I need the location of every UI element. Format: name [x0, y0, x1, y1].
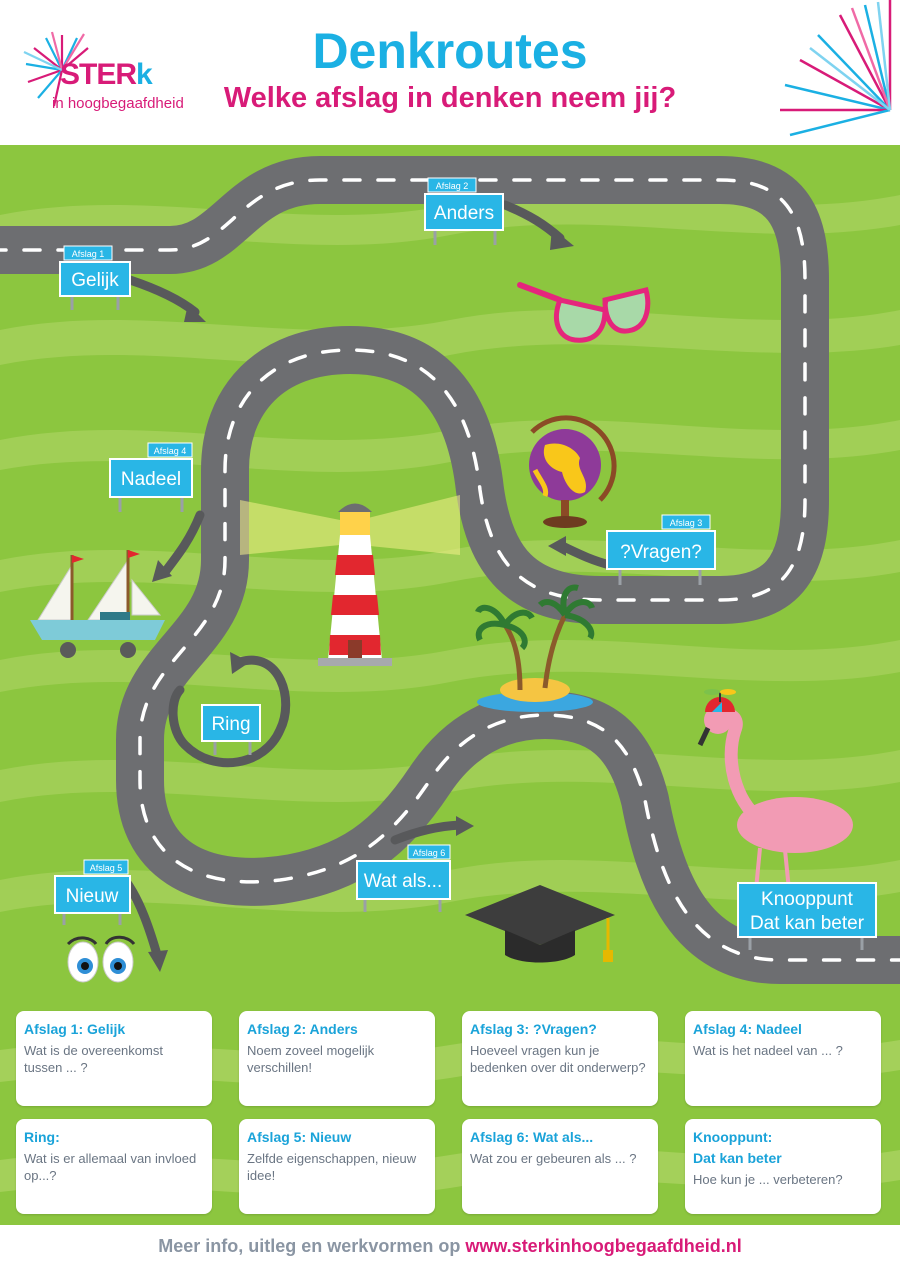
sign-knooppunt-line2: Dat kan beter: [750, 913, 865, 934]
card-body: Wat is de overeenkomst tussen ... ?: [24, 1043, 163, 1075]
card-afslag-4: Afslag 4: Nadeel Wat is het nadeel van .…: [685, 1011, 881, 1106]
sign-afslag-6-label: Wat als...: [364, 871, 442, 892]
card-afslag-6: Afslag 6: Wat als... Wat zou er gebeuren…: [462, 1119, 658, 1214]
sailboat-icon: [30, 550, 165, 658]
card-title-line2: Dat kan beter: [693, 1150, 782, 1166]
sign-afslag-5-number: Afslag 5: [90, 863, 123, 873]
graduation-cap-icon: [465, 885, 615, 963]
sign-afslag-5-label: Nieuw: [66, 886, 119, 907]
footer-link[interactable]: www.sterkinhoogbegaafdheid.nl: [465, 1236, 742, 1256]
card-afslag-1: Afslag 1: Gelijk Wat is de overeenkomst …: [16, 1011, 212, 1106]
card-body: Hoe kun je ... verbeteren?: [693, 1172, 843, 1187]
cards-panel: Afslag 1: Gelijk Wat is de overeenkomst …: [0, 990, 900, 1273]
lighthouse-icon: [240, 495, 460, 666]
sign-knooppunt[interactable]: Knooppunt Dat kan beter: [737, 882, 877, 950]
page-title: Denkroutes: [312, 23, 588, 79]
card-body: Noem zoveel mogelijk verschillen!: [247, 1043, 375, 1075]
sign-afslag-4-number: Afslag 4: [154, 446, 187, 456]
page-subtitle: Welke afslag in denken neem jij?: [223, 82, 677, 114]
card-title: Afslag 4: Nadeel: [693, 1021, 802, 1037]
card-title: Afslag 5: Nieuw: [247, 1129, 352, 1145]
eyes-icon: [66, 935, 136, 983]
card-afslag-2: Afslag 2: Anders Noem zoveel mogelijk ve…: [239, 1011, 435, 1106]
footer: Meer info, uitleg en werkvormen op www.s…: [0, 1236, 900, 1257]
sign-ring[interactable]: Ring: [201, 704, 261, 755]
card-body: Zelfde eigenschappen, nieuw idee!: [247, 1151, 417, 1183]
card-body: Wat zou er gebeuren als ... ?: [470, 1151, 637, 1166]
sign-afslag-1-label: Gelijk: [71, 270, 119, 291]
sign-afslag-2-label: Anders: [434, 203, 494, 224]
card-body: Hoeveel vragen kun je bedenken over dit …: [470, 1043, 646, 1075]
road: [0, 156, 900, 984]
card-ring: Ring: Wat is er allemaal van invloed op.…: [16, 1119, 212, 1214]
sign-afslag-5[interactable]: Afslag 5 Nieuw: [54, 859, 131, 925]
sign-afslag-4-label: Nadeel: [121, 469, 181, 490]
card-afslag-3: Afslag 3: ?Vragen? Hoeveel vragen kun je…: [462, 1011, 658, 1106]
card-title: Knooppunt:: [693, 1129, 773, 1145]
card-title: Afslag 1: Gelijk: [24, 1021, 126, 1037]
sign-afslag-4[interactable]: Afslag 4 Nadeel: [109, 442, 193, 512]
card-title: Afslag 2: Anders: [247, 1021, 358, 1037]
sterk-logo[interactable]: [22, 30, 202, 120]
sign-afslag-1-number: Afslag 1: [72, 249, 105, 259]
palm-island-icon: [475, 584, 595, 712]
card-body: Wat is het nadeel van ... ?: [693, 1043, 843, 1058]
road-map: Afslag 1 Gelijk Afslag 2 Anders Afslag 3…: [0, 145, 900, 1015]
sign-afslag-3[interactable]: Afslag 3 ?Vragen?: [606, 514, 716, 585]
card-title: Ring:: [24, 1129, 60, 1145]
globe-icon: [529, 415, 617, 528]
logo-subtitle: in hoogbegaafdheid: [52, 95, 184, 112]
sign-ring-label: Ring: [211, 714, 250, 735]
logo-burst-icon: [23, 31, 89, 107]
sign-afslag-3-number: Afslag 3: [670, 518, 703, 528]
flamingo-icon: [697, 689, 853, 901]
sign-afslag-3-label: ?Vragen?: [620, 542, 702, 563]
card-body: Wat is er allemaal van invloed op...?: [24, 1151, 197, 1183]
sunglasses-icon: [517, 282, 651, 343]
sign-afslag-1[interactable]: Afslag 1 Gelijk: [59, 245, 131, 310]
sign-afslag-2-number: Afslag 2: [436, 181, 469, 191]
card-title: Afslag 6: Wat als...: [470, 1129, 594, 1145]
header: STERk in hoogbegaafdheid Denkroutes Welk…: [0, 0, 900, 145]
corner-burst-icon: [780, 0, 892, 137]
sign-afslag-6-number: Afslag 6: [413, 848, 446, 858]
sign-knooppunt-line1: Knooppunt: [761, 889, 854, 910]
sign-afslag-2[interactable]: Afslag 2 Anders: [424, 177, 504, 245]
footer-text: Meer info, uitleg en werkvormen op: [158, 1236, 466, 1256]
card-knooppunt: Knooppunt: Dat kan beter Hoe kun je ... …: [685, 1119, 881, 1214]
arrow-heads: [148, 228, 574, 972]
card-title: Afslag 3: ?Vragen?: [470, 1021, 597, 1037]
logo-text: STERk: [60, 58, 153, 91]
card-afslag-5: Afslag 5: Nieuw Zelfde eigenschappen, ni…: [239, 1119, 435, 1214]
sign-afslag-6[interactable]: Afslag 6 Wat als...: [356, 844, 451, 912]
